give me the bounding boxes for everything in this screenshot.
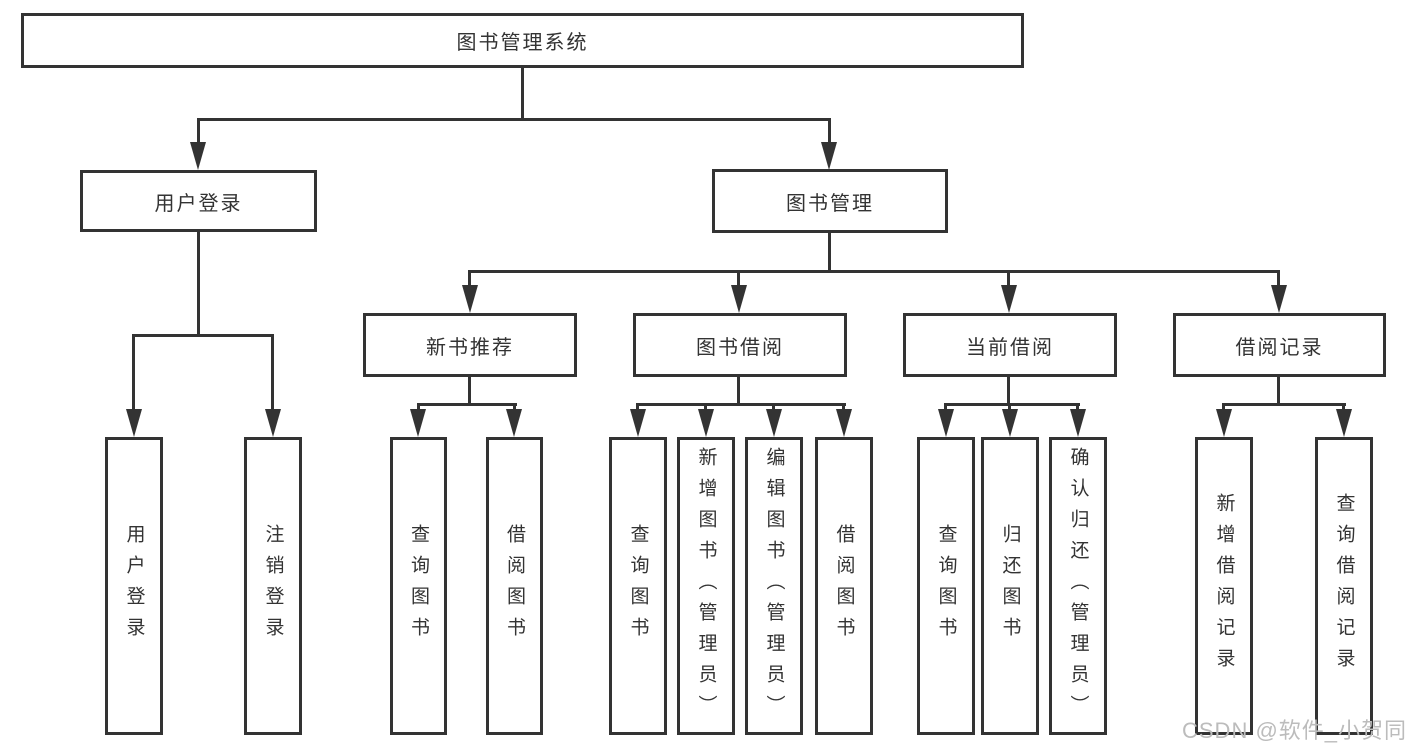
connector-borrowing-records-stem: [1277, 377, 1280, 405]
connector-drop: [772, 403, 775, 413]
leaf-add-borrow-record: 新增借阅记录: [1195, 437, 1253, 735]
connector-drop: [417, 403, 420, 413]
connector-drop: [1222, 403, 1225, 413]
node-current-borrowing: 当前借阅: [903, 313, 1117, 377]
node-book-borrowing-label: 图书借阅: [696, 336, 784, 359]
node-current-borrowing-label: 当前借阅: [966, 336, 1054, 359]
arrow-down-icon: [1002, 409, 1018, 437]
leaf-borrow-books-recommend-label: 借阅图书: [504, 524, 525, 648]
leaf-query-books-borrowing: 查询图书: [609, 437, 667, 735]
csdn-watermark: CSDN @软件_小贺同学: [1182, 718, 1405, 743]
node-borrowing-records: 借阅记录: [1173, 313, 1386, 377]
node-root-label: 图书管理系统: [456, 32, 589, 54]
connector-new-book-recommend-rail: [417, 403, 517, 406]
leaf-query-books-current-label: 查询图书: [935, 524, 957, 648]
connector-current-borrowing-stem: [1007, 377, 1010, 405]
leaf-query-books-borrowing-label: 查询图书: [627, 524, 649, 648]
connector-user-login-rail: [132, 334, 274, 337]
leaf-add-book-admin: 新增图书（管理员）: [677, 437, 735, 735]
arrow-down-icon: [698, 409, 714, 437]
leaf-confirm-return-admin: 确认归还（管理员）: [1049, 437, 1107, 735]
connector-drop-current-borrowing: [1007, 270, 1010, 288]
arrow-down-icon: [126, 409, 142, 437]
connector-drop: [1342, 403, 1345, 413]
node-user-login: 用户登录: [80, 170, 317, 232]
node-new-book-recommend: 新书推荐: [363, 313, 577, 377]
leaf-query-borrow-record: 查询借阅记录: [1315, 437, 1373, 735]
leaf-confirm-return-admin-label: 确认归还（管理员）: [1067, 446, 1089, 726]
leaf-add-book-admin-label: 新增图书（管理员）: [695, 446, 717, 726]
connector-drop: [944, 403, 947, 413]
leaf-query-books-recommend-label: 查询图书: [408, 524, 429, 648]
leaf-user-login-label: 用户登录: [123, 524, 145, 648]
arrow-down-icon: [630, 409, 646, 437]
connector-book-management-stem: [828, 233, 831, 272]
arrow-down-icon: [1216, 409, 1232, 437]
connector-root-stem: [521, 66, 524, 120]
connector-book-borrowing-stem: [737, 377, 740, 405]
connector-user-login-stem: [197, 232, 200, 336]
arrow-down-icon: [506, 409, 522, 437]
node-book-borrowing: 图书借阅: [633, 313, 847, 377]
node-book-management: 图书管理: [712, 169, 948, 233]
connector-drop-borrowing-records: [1277, 270, 1280, 288]
arrow-down-icon: [821, 142, 837, 170]
connector-drop-new-book-recommend: [468, 270, 471, 288]
arrow-down-icon: [190, 142, 206, 170]
connector-drop-logout: [271, 334, 274, 412]
connector-current-borrowing-rail: [944, 403, 1080, 406]
connector-drop-book-borrowing: [737, 270, 740, 288]
connector-drop: [704, 403, 707, 413]
leaf-query-borrow-record-label: 查询借阅记录: [1333, 493, 1355, 679]
connector-borrowing-records-rail: [1222, 403, 1346, 406]
leaf-edit-book-admin: 编辑图书（管理员）: [745, 437, 803, 735]
node-book-management-label: 图书管理: [786, 192, 874, 215]
leaf-query-books-current: 查询图书: [917, 437, 975, 735]
node-root: 图书管理系统: [21, 13, 1024, 68]
connector-drop: [1008, 403, 1011, 413]
leaf-borrow-books-borrowing: 借阅图书: [815, 437, 873, 735]
leaf-user-login: 用户登录: [105, 437, 163, 735]
arrow-down-icon: [1271, 285, 1287, 313]
arrow-down-icon: [1336, 409, 1352, 437]
connector-root-rail: [197, 118, 831, 121]
arrow-down-icon: [462, 285, 478, 313]
connector-book-management-rail: [468, 270, 1280, 273]
leaf-return-books: 归还图书: [981, 437, 1039, 735]
leaf-borrow-books-recommend: 借阅图书: [486, 437, 543, 735]
leaf-return-books-label: 归还图书: [999, 524, 1021, 648]
connector-drop: [842, 403, 845, 413]
arrow-down-icon: [766, 409, 782, 437]
connector-drop-book-management: [828, 118, 831, 146]
arrow-down-icon: [410, 409, 426, 437]
leaf-borrow-books-borrowing-label: 借阅图书: [833, 524, 855, 648]
connector-drop: [636, 403, 639, 413]
leaf-add-borrow-record-label: 新增借阅记录: [1213, 493, 1235, 679]
connector-new-book-recommend-stem: [468, 377, 471, 405]
node-borrowing-records-label: 借阅记录: [1235, 336, 1324, 359]
arrow-down-icon: [265, 409, 281, 437]
node-new-book-recommend-label: 新书推荐: [426, 336, 514, 359]
connector-drop: [513, 403, 516, 413]
leaf-logout: 注销登录: [244, 437, 302, 735]
arrow-down-icon: [836, 409, 852, 437]
leaf-logout-label: 注销登录: [262, 524, 284, 648]
node-user-login-label: 用户登录: [154, 192, 243, 215]
connector-book-borrowing-rail: [636, 403, 846, 406]
connector-drop-user-login: [197, 118, 200, 146]
arrow-down-icon: [731, 285, 747, 313]
arrow-down-icon: [938, 409, 954, 437]
leaf-query-books-recommend: 查询图书: [390, 437, 447, 735]
arrow-down-icon: [1070, 409, 1086, 437]
connector-drop: [1076, 403, 1079, 413]
arrow-down-icon: [1001, 285, 1017, 313]
connector-drop-login: [132, 334, 135, 412]
leaf-edit-book-admin-label: 编辑图书（管理员）: [763, 446, 785, 726]
